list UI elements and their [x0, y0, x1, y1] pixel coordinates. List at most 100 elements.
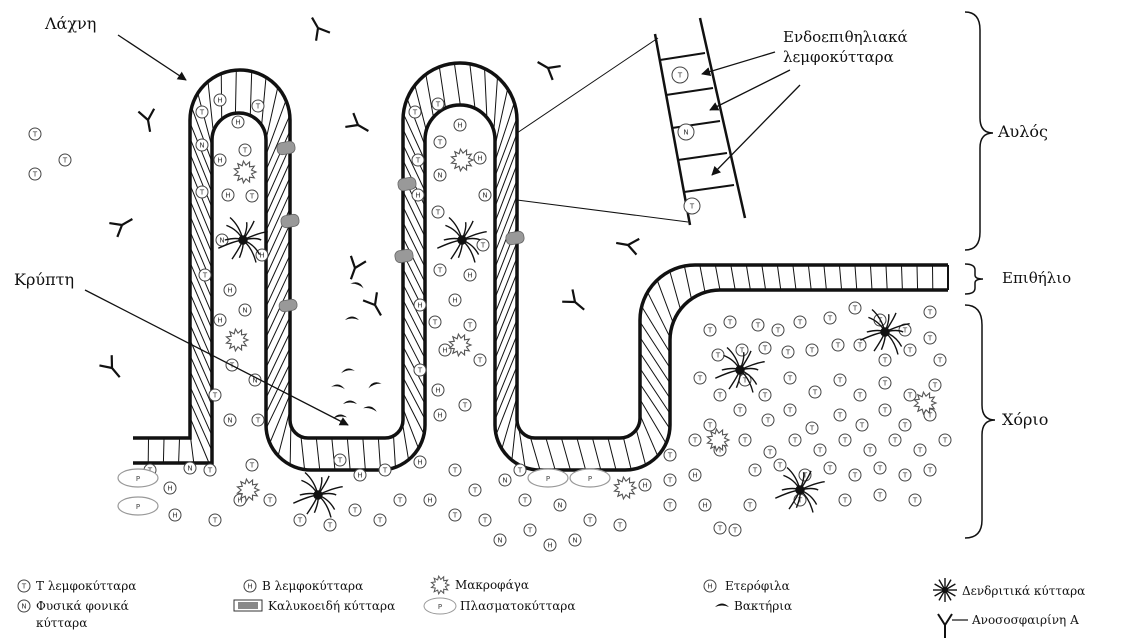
cell-marker: T	[759, 342, 771, 354]
svg-text:T: T	[927, 309, 933, 317]
epithelium-layer	[133, 63, 948, 470]
svg-text:T: T	[715, 352, 721, 360]
svg-text:T: T	[452, 467, 458, 475]
svg-text:H: H	[247, 583, 252, 591]
cell-marker: T	[814, 444, 826, 456]
svg-text:T: T	[787, 375, 793, 383]
macrophage	[226, 329, 248, 351]
bacterium	[340, 367, 354, 373]
svg-text:T: T	[809, 347, 815, 355]
cell-marker: H	[354, 469, 366, 481]
antibody	[343, 256, 366, 282]
svg-text:N: N	[437, 172, 442, 180]
cell-marker: H	[214, 314, 226, 326]
cell-marker: T	[832, 339, 844, 351]
svg-text:T: T	[707, 327, 713, 335]
svg-text:P: P	[136, 503, 140, 511]
svg-text:H: H	[642, 482, 647, 490]
cell-marker: T	[874, 489, 886, 501]
legend-bacteria: Βακτήρια	[734, 599, 792, 613]
svg-text:T: T	[787, 407, 793, 415]
cell-marker: N	[678, 124, 694, 140]
cell-marker: N	[494, 534, 506, 546]
svg-text:T: T	[797, 319, 803, 327]
svg-text:T: T	[689, 203, 695, 211]
svg-text:H: H	[217, 157, 222, 165]
antibody	[305, 14, 330, 41]
plasma-cell: P	[118, 469, 158, 487]
svg-text:T: T	[907, 347, 913, 355]
cell-marker: T	[252, 100, 264, 112]
cell-marker: T	[714, 389, 726, 401]
svg-text:N: N	[227, 417, 232, 425]
crypt-arrow	[85, 290, 348, 425]
cell-marker: T	[854, 339, 866, 351]
svg-text:T: T	[480, 242, 486, 250]
cell-marker: T	[379, 464, 391, 476]
cell-marker: H	[414, 299, 426, 311]
svg-text:T: T	[667, 502, 673, 510]
cell-marker: N	[196, 139, 208, 151]
cell-marker: H	[454, 119, 466, 131]
svg-text:T: T	[435, 209, 441, 217]
svg-text:T: T	[667, 452, 673, 460]
cell-marker: T	[806, 344, 818, 356]
cell-marker: N	[224, 414, 236, 426]
cell-marker: T	[474, 354, 486, 366]
cell-marker: T	[864, 444, 876, 456]
svg-text:T: T	[32, 171, 38, 179]
macrophage	[614, 477, 636, 499]
svg-text:T: T	[765, 417, 771, 425]
bacteria-layer	[331, 280, 381, 418]
legend-macrophages: Μακροφάγα	[455, 578, 529, 592]
cell-marker: T	[414, 364, 426, 376]
cell-marker: T	[324, 519, 336, 531]
svg-text:T: T	[892, 437, 898, 445]
cell-marker: H	[544, 539, 556, 551]
cell-marker: H	[164, 482, 176, 494]
svg-text:P: P	[136, 475, 140, 483]
svg-text:T: T	[377, 517, 383, 525]
cell-marker: H	[689, 469, 701, 481]
plasma-cell: P	[118, 497, 158, 515]
svg-text:T: T	[212, 517, 218, 525]
svg-text:T: T	[21, 583, 27, 591]
svg-text:T: T	[882, 380, 888, 388]
svg-text:T: T	[902, 327, 908, 335]
cell-marker: T	[479, 514, 491, 526]
antibody	[363, 292, 388, 319]
cell-marker: T	[434, 264, 446, 276]
svg-text:T: T	[212, 392, 218, 400]
svg-text:H: H	[417, 459, 422, 467]
bacterium	[363, 405, 377, 412]
cell-marker: T	[856, 419, 868, 431]
macrophage	[449, 334, 471, 356]
svg-text:T: T	[717, 392, 723, 400]
cell-marker: T	[394, 494, 406, 506]
plasma-cell: P	[570, 469, 610, 487]
cell-marker: T	[469, 484, 481, 496]
cell-marker: T	[459, 399, 471, 411]
cell-marker: T	[924, 464, 936, 476]
cell-marker: T	[809, 386, 821, 398]
antibody	[534, 55, 561, 80]
antibody	[99, 355, 125, 382]
svg-text:T: T	[697, 375, 703, 383]
svg-text:T: T	[809, 425, 815, 433]
svg-text:H: H	[692, 472, 697, 480]
svg-text:T: T	[435, 101, 441, 109]
svg-text:H: H	[457, 122, 462, 130]
cell-marker: T	[834, 374, 846, 386]
goblet-cells	[276, 141, 525, 313]
svg-text:T: T	[255, 417, 261, 425]
svg-text:T: T	[842, 437, 848, 445]
svg-text:N: N	[557, 502, 562, 510]
svg-text:N: N	[683, 129, 688, 137]
svg-text:T: T	[667, 477, 673, 485]
svg-text:T: T	[762, 392, 768, 400]
svg-text:H: H	[357, 472, 362, 480]
lamina-propria-label: Χόριο	[1002, 410, 1048, 429]
cell-marker: T	[196, 186, 208, 198]
cell-marker: T	[374, 514, 386, 526]
svg-text:H: H	[227, 287, 232, 295]
